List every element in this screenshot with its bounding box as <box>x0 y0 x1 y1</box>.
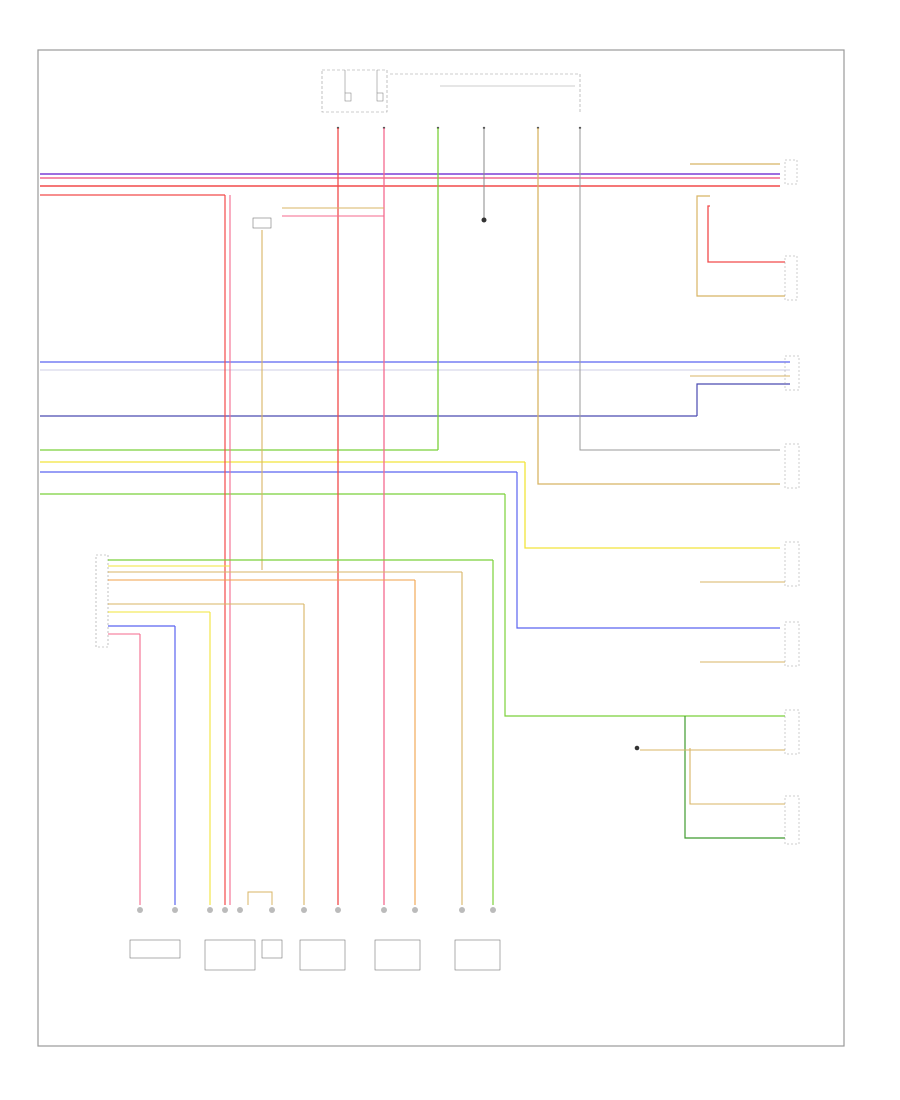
top-right-module <box>390 73 581 112</box>
bottom-component-4 <box>299 907 346 971</box>
bottom-component-2 <box>204 907 256 971</box>
bottom-component-5 <box>374 907 421 971</box>
left-drops <box>139 560 494 905</box>
bus-top <box>40 163 780 196</box>
ground-top <box>481 217 487 223</box>
left-connector <box>95 554 493 648</box>
bottom-component-1 <box>129 907 181 959</box>
bus-lower <box>40 449 525 495</box>
bus-middle <box>40 361 790 417</box>
right-wiring <box>640 195 785 839</box>
wires-vertical <box>224 128 785 905</box>
right-components <box>634 159 800 845</box>
door-switch <box>252 207 384 229</box>
top-connector-pins <box>336 126 582 130</box>
top-fuse-box <box>321 69 388 113</box>
bottom-component-6 <box>454 907 501 971</box>
diagram-border <box>37 49 845 1047</box>
bottom-component-3 <box>261 907 283 959</box>
